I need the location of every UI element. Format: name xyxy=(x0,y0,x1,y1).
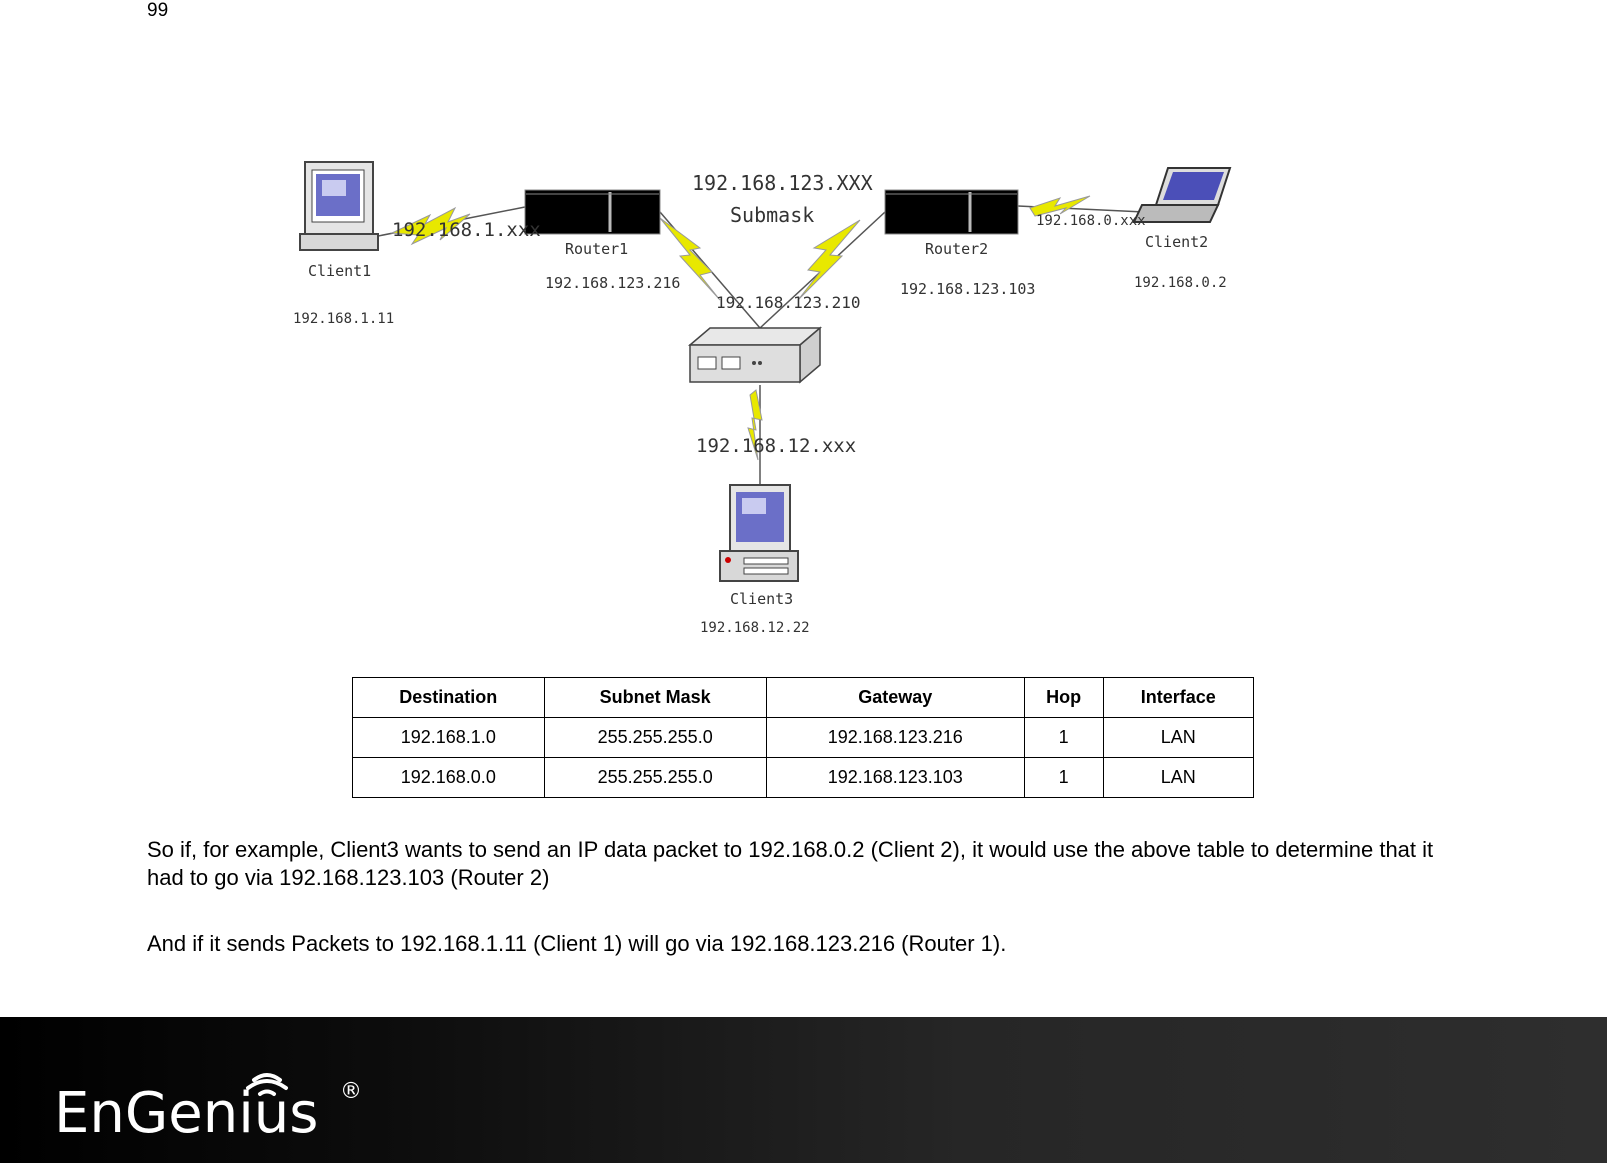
wireless-link-icon xyxy=(797,219,861,301)
table-header-row: Destination Subnet Mask Gateway Hop Inte… xyxy=(352,677,1255,718)
table-cell: 1 xyxy=(1023,757,1104,798)
router2-name-label: Router2 xyxy=(925,240,988,258)
client2-ip-label: 192.168.0.2 xyxy=(1134,275,1227,291)
laptop-icon xyxy=(1132,167,1232,223)
table-cell: 192.168.0.0 xyxy=(352,757,545,798)
table-cell: 192.168.1.0 xyxy=(352,717,545,758)
client2-link-label: 192.168.0.xxx xyxy=(1036,213,1146,229)
client1-ip-label: 192.168.1.11 xyxy=(293,311,394,327)
column-header-interface: Interface xyxy=(1102,677,1255,718)
client3-name-label: Client3 xyxy=(730,590,793,608)
network-diagram: 192.168.1.xxx Client1 192.168.1.11 Route… xyxy=(293,161,1232,636)
submask-label: Submask xyxy=(730,203,814,227)
wireless-link-icon xyxy=(659,217,721,301)
table-cell: 192.168.123.216 xyxy=(765,717,1025,758)
desktop-computer-icon xyxy=(719,484,799,582)
routing-table: Destination Subnet Mask Gateway Hop Inte… xyxy=(352,677,1255,798)
column-header-destination: Destination xyxy=(352,677,545,718)
router1-name-label: Router1 xyxy=(565,240,628,258)
page-number: 99 xyxy=(147,0,169,21)
wifi-icon xyxy=(246,1073,288,1096)
explanation-paragraph-2: And if it sends Packets to 192.168.1.11 … xyxy=(147,931,1007,956)
switch-ip-label: 192.168.123.210 xyxy=(716,293,861,312)
wireless-link-icon xyxy=(1029,195,1091,217)
wireless-link-icon xyxy=(390,206,471,246)
router-icon xyxy=(524,189,661,235)
table-cell: LAN xyxy=(1102,757,1255,798)
engenius-logo: EnGenius ® xyxy=(54,1073,362,1142)
brand-wordmark: EnGenius xyxy=(54,1081,318,1142)
table-cell: 255.255.255.0 xyxy=(543,757,767,798)
client1-name-label: Client1 xyxy=(308,262,371,280)
client3-ip-label: 192.168.12.22 xyxy=(700,620,810,636)
router2-ip-label: 192.168.123.103 xyxy=(900,280,1035,298)
column-header-subnet-mask: Subnet Mask xyxy=(543,677,767,718)
table-cell: 192.168.123.103 xyxy=(765,757,1025,798)
table-row: 192.168.1.0 255.255.255.0 192.168.123.21… xyxy=(352,717,1255,758)
table-cell: 255.255.255.0 xyxy=(543,717,767,758)
table-cell: 1 xyxy=(1023,717,1104,758)
table-cell: LAN xyxy=(1102,717,1255,758)
router-icon xyxy=(884,189,1019,235)
client2-name-label: Client2 xyxy=(1145,233,1208,251)
switch-icon xyxy=(687,326,823,384)
subnet-label: 192.168.123.XXX xyxy=(692,171,873,195)
explanation-paragraph-1: So if, for example, Client3 wants to sen… xyxy=(147,837,1434,890)
router1-ip-label: 192.168.123.216 xyxy=(545,274,680,292)
wireless-link-icon xyxy=(747,389,763,461)
registered-mark: ® xyxy=(340,1079,362,1104)
table-row: 192.168.0.0 255.255.255.0 192.168.123.10… xyxy=(352,757,1255,798)
client3-link-label: 192.168.12.xxx xyxy=(696,435,856,457)
client1-link-label: 192.168.1.xxx xyxy=(392,219,541,241)
column-header-gateway: Gateway xyxy=(765,677,1025,718)
column-header-hop: Hop xyxy=(1023,677,1104,718)
desktop-computer-icon xyxy=(299,161,379,251)
